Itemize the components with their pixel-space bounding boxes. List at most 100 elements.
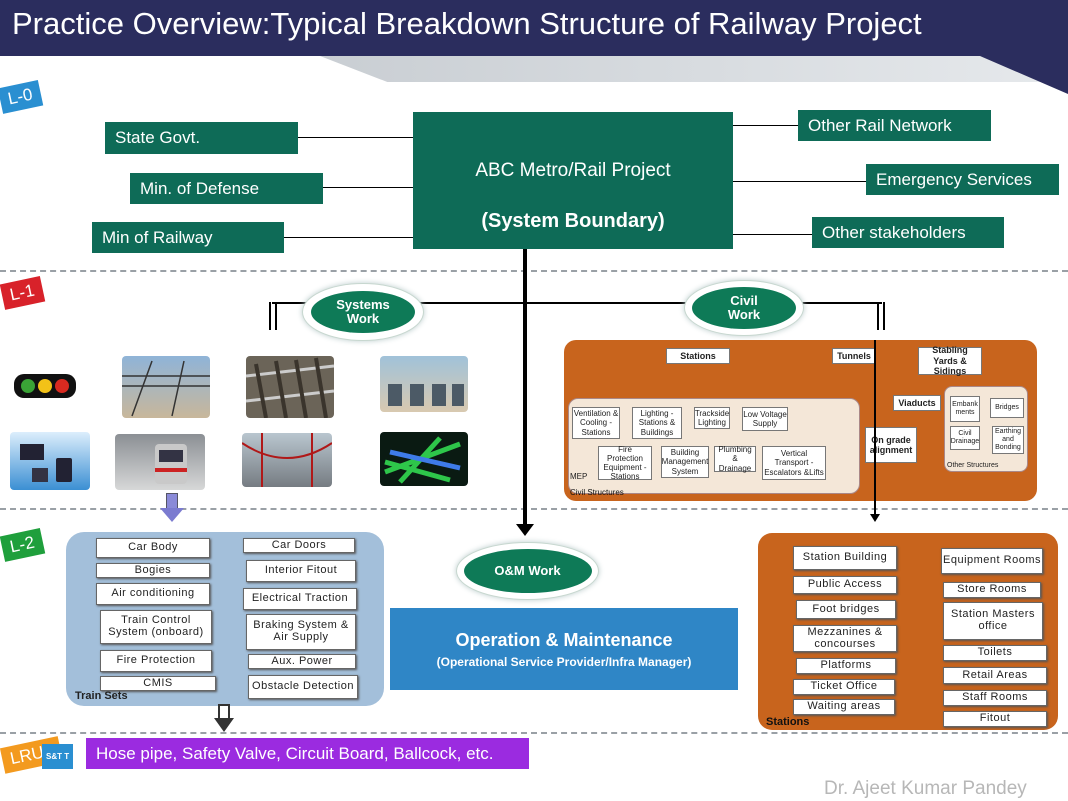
traffic-signal-icon	[10, 358, 80, 416]
connector-line	[733, 181, 866, 182]
divider-l1-l2	[0, 508, 1068, 510]
other-civil-drainage: Civil Drainage	[950, 426, 980, 450]
other-earthing: Earthing and Bonding	[992, 426, 1024, 454]
civil-stations-box: Stations	[666, 348, 730, 364]
lrus-examples: Hose pipe, Safety Valve, Circuit Board, …	[86, 738, 529, 769]
level-tag-l0: L-0	[0, 80, 43, 114]
station-building: Station Building	[793, 546, 897, 570]
systems-work-label: Systems Work	[311, 291, 415, 333]
om-subtitle: (Operational Service Provider/Infra Mana…	[436, 655, 692, 669]
connector-line	[733, 125, 798, 126]
connector-line	[733, 234, 812, 235]
om-title: Operation & Maintenance	[455, 630, 673, 650]
stakeholder-other-rail: Other Rail Network	[798, 110, 991, 141]
om-box: Operation & Maintenance (Operational Ser…	[390, 608, 738, 690]
train-electrical-traction: Electrical Traction	[243, 588, 357, 610]
train-sets-label: Train Sets	[75, 690, 128, 702]
other-bridges: Bridges	[990, 398, 1024, 418]
train-cmis: CMIS	[100, 676, 216, 691]
om-work-label: O&M Work	[463, 549, 592, 593]
branch-line	[272, 302, 882, 304]
civil-viaducts-box: Viaducts	[893, 395, 941, 411]
station-retail-areas: Retail Areas	[943, 667, 1047, 684]
mep-low-voltage: Low Voltage Supply	[742, 407, 788, 431]
connector-line	[322, 187, 413, 188]
train-air-conditioning: Air conditioning	[96, 583, 210, 605]
train-control-system: Train Control System (onboard)	[100, 610, 212, 644]
other-structures-label: Other Structures	[947, 462, 999, 469]
communication-devices-icon	[10, 432, 90, 490]
arrow-down-icon	[214, 718, 234, 732]
civil-structures-label: Civil Structures	[570, 488, 624, 497]
stakeholder-state-govt: State Govt.	[105, 122, 298, 154]
station-toilets: Toilets	[943, 645, 1047, 661]
mep-bms: Building Management System	[661, 446, 709, 478]
ticket-gate-icon	[380, 356, 468, 412]
connector-line	[874, 340, 876, 515]
stakeholder-min-defense: Min. of Defense	[130, 173, 323, 204]
station-platforms: Platforms	[796, 658, 896, 674]
train-fire-protection: Fire Protection	[100, 650, 212, 672]
mep-fire-protection: Fire Protection Equipment - Stations	[598, 445, 652, 481]
arrow-down-icon	[870, 514, 880, 522]
trunk-arrow-icon	[516, 524, 534, 536]
title-stripe	[320, 56, 1068, 82]
down-arrow-icon	[877, 302, 885, 330]
mep-plumbing: Plumbing & Drainage	[714, 445, 756, 473]
author-credit: Dr. Ajeet Kumar Pandey	[824, 778, 1027, 799]
main-trunk-line	[523, 249, 527, 529]
catenary-icon	[242, 433, 332, 487]
train-bogies: Bogies	[96, 563, 210, 578]
lrus-prefix: S&T T	[42, 744, 74, 769]
mep-lighting: Lighting - Stations & Buildings	[632, 407, 682, 439]
station-staff-rooms: Staff Rooms	[943, 690, 1047, 706]
om-work-oval: O&M Work	[456, 542, 599, 600]
connector-line	[284, 237, 413, 238]
station-foot-bridges: Foot bridges	[796, 600, 896, 619]
stakeholder-other: Other stakeholders	[812, 217, 1004, 248]
station-equipment-rooms: Equipment Rooms	[941, 548, 1043, 574]
stakeholder-min-railway: Min of Railway	[92, 222, 284, 253]
metro-train-icon	[115, 434, 205, 490]
station-store-rooms: Store Rooms	[943, 582, 1041, 598]
station-ticket-office: Ticket Office	[793, 679, 895, 695]
mep-ventilation: Ventilation & Cooling - Stations	[572, 407, 620, 439]
station-public-access: Public Access	[793, 576, 897, 594]
divider-l0-l1	[0, 270, 1068, 272]
station-masters-office: Station Masters office	[943, 602, 1043, 640]
system-boundary-box: ABC Metro/Rail Project (System Boundary)	[413, 112, 733, 249]
track-icon	[246, 356, 334, 418]
overhead-line-icon	[122, 356, 210, 418]
divider-l2-lrus	[0, 732, 1068, 734]
civil-work-oval: Civil Work	[684, 280, 804, 336]
train-car-body: Car Body	[96, 538, 210, 558]
arrow-shaft-icon	[218, 704, 230, 720]
page-title: Practice Overview:Typical Breakdown Stru…	[12, 6, 922, 41]
level-tag-l1: L-1	[0, 276, 45, 310]
systems-work-oval: Systems Work	[302, 283, 424, 341]
other-embankments: Embank ments	[950, 396, 980, 422]
civil-on-grade-box: On grade alignment	[865, 427, 917, 463]
train-interior-fitout: Interior Fitout	[246, 560, 356, 582]
stations-label: Stations	[766, 716, 810, 728]
stakeholder-emergency: Emergency Services	[866, 164, 1059, 195]
connector-line	[298, 137, 413, 138]
train-aux-power: Aux. Power	[248, 654, 356, 669]
down-arrow-icon	[269, 302, 277, 330]
train-obstacle-detection: Obstacle Detection	[248, 675, 358, 699]
level-tag-l2: L-2	[0, 528, 45, 562]
civil-tunnels-box: Tunnels	[832, 348, 876, 364]
project-name: ABC Metro/Rail Project	[475, 160, 671, 181]
civil-work-label: Civil Work	[692, 287, 796, 329]
title-bar	[0, 0, 1068, 56]
mep-label: MEP	[570, 472, 588, 481]
arrow-down-icon	[160, 508, 184, 522]
3d-model-icon	[380, 432, 468, 486]
station-fitout: Fitout	[943, 711, 1047, 727]
station-mezzanines: Mezzanines & concourses	[793, 625, 897, 652]
station-waiting-areas: Waiting areas	[793, 699, 895, 715]
system-boundary-label: (System Boundary)	[481, 210, 665, 232]
mep-trackside-lighting: Trackside Lighting	[694, 407, 730, 429]
train-car-doors: Car Doors	[243, 538, 355, 553]
civil-stabling-box: Stabling Yards & Sidings	[918, 345, 982, 376]
